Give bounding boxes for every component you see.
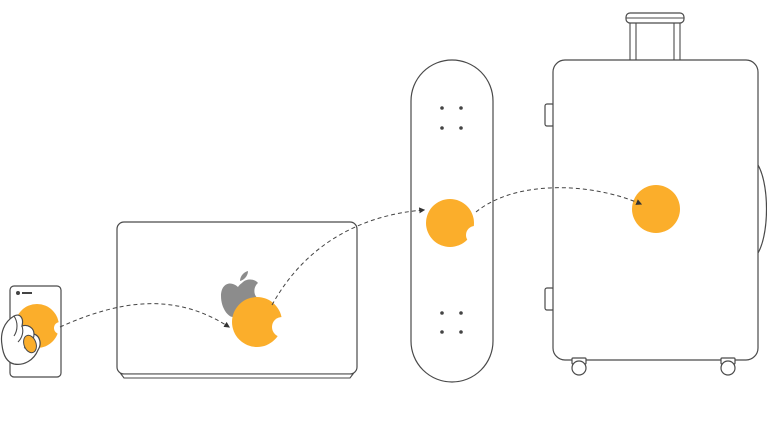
phone-camera-icon (16, 291, 20, 295)
sticker-skateboard (426, 199, 474, 247)
suitcase-handle (625, 12, 685, 60)
hand-icon (0, 314, 41, 365)
sticker-suitcase (632, 185, 680, 233)
suitcase-wheels (571, 357, 736, 376)
suitcase-illustration (544, 12, 767, 376)
sticker-travel-paths (59, 187, 643, 328)
skateboard-top-bolts (440, 106, 463, 130)
suitcase-right-latch (755, 161, 767, 257)
laptop-base (119, 373, 355, 379)
phone-speaker-icon (22, 292, 32, 294)
skateboard-bottom-bolts (440, 311, 463, 334)
sticker-laptop (232, 297, 282, 347)
path-laptop-to-skateboard (271, 207, 426, 306)
phone-illustration (0, 285, 62, 378)
skateboard-illustration (410, 59, 494, 383)
laptop-illustration (116, 221, 358, 379)
path-phone-to-laptop (59, 303, 231, 328)
